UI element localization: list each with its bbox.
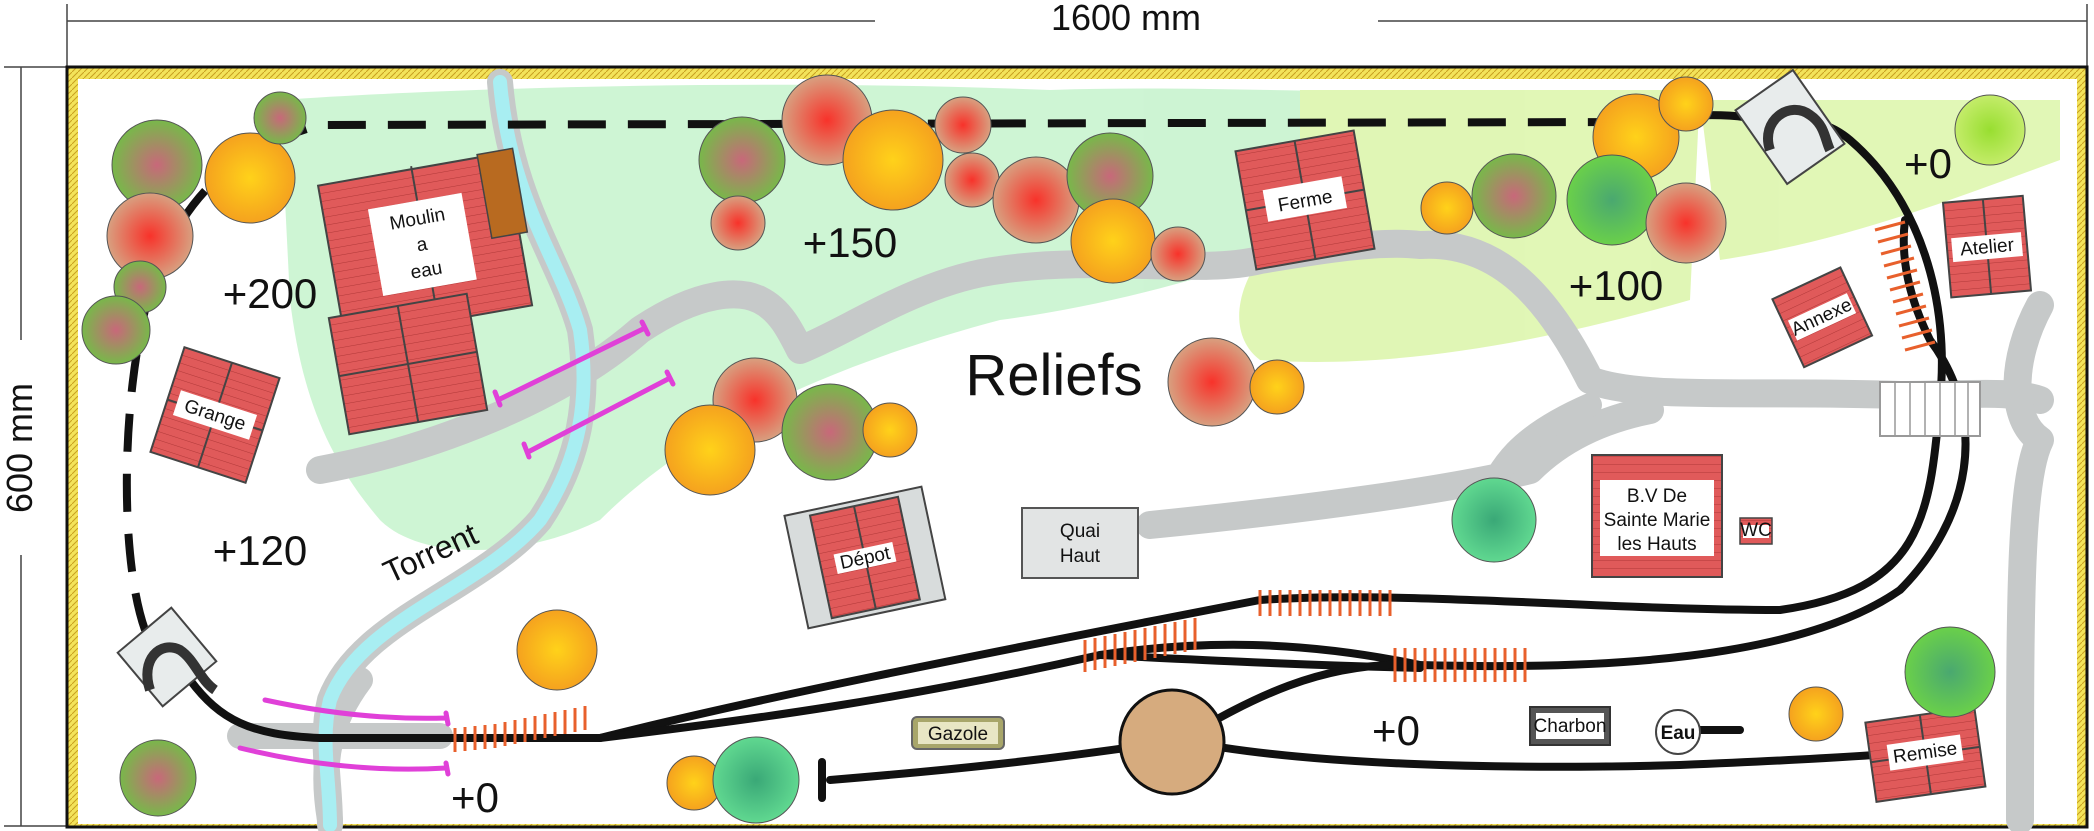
right-road <box>2003 291 2054 831</box>
tree <box>1954 94 2026 166</box>
tree <box>1471 153 1557 239</box>
lower-bridge-bottom <box>237 745 451 777</box>
tree <box>253 91 307 145</box>
turnouts <box>453 220 1936 752</box>
tree <box>1420 181 1474 235</box>
tree <box>862 402 918 458</box>
bv-line-1: B.V De <box>1627 486 1687 507</box>
tree <box>81 295 151 365</box>
bv-line-2: Sainte Marie <box>1604 510 1711 531</box>
building-annexe: Annexe <box>1771 266 1874 369</box>
tree <box>1451 477 1537 563</box>
building-remise: Remise <box>1864 706 1987 803</box>
tree <box>1566 154 1658 246</box>
quai-line-1: Quai <box>1060 521 1100 542</box>
turnout-4 <box>1393 648 1527 682</box>
tree <box>992 156 1080 244</box>
level-labels: +200 +150 +100 +120 +0 +0 +0 <box>213 140 1952 821</box>
gazole-tank: Gazole <box>911 716 1005 750</box>
building-depot: Dépot <box>783 485 947 630</box>
tree <box>712 736 800 824</box>
tree <box>1150 226 1206 282</box>
dimension-height: 600 mm <box>0 66 66 827</box>
charbon-depot: Charbon <box>1529 706 1611 746</box>
building-atelier: Atelier <box>1941 194 2033 299</box>
dimension-width: 1600 mm <box>66 0 2088 66</box>
tree <box>1070 198 1156 284</box>
tree <box>1167 337 1257 427</box>
tree <box>710 195 766 251</box>
level-crossing <box>1879 381 1981 437</box>
tree <box>1645 182 1727 264</box>
tree <box>204 132 296 224</box>
building-bv: B.V De Sainte Marie les Hauts <box>1591 454 1723 578</box>
building-ferme: Ferme <box>1234 129 1376 271</box>
tree <box>1658 76 1714 132</box>
trees <box>81 74 2026 824</box>
turnout-1 <box>453 706 587 752</box>
eau-label: Eau <box>1661 723 1696 744</box>
tree <box>842 109 944 211</box>
level-zero-top-right: +0 <box>1904 140 1952 187</box>
building-grange: Grange <box>149 345 281 485</box>
bv-line-3: les Hauts <box>1617 534 1696 555</box>
building-wc: WC <box>1739 517 1773 545</box>
tree <box>1249 359 1305 415</box>
quai-line-2: Haut <box>1060 546 1101 567</box>
wc-label: WC <box>1740 520 1772 541</box>
lower-bridge-top <box>262 697 451 727</box>
reliefs-title: Reliefs <box>965 343 1142 408</box>
tree <box>934 96 992 154</box>
turnout-2 <box>1083 618 1197 672</box>
building-moulin: Moulin a eau <box>316 147 534 436</box>
moulin-line-2: a <box>415 234 429 257</box>
tunnel-portal-right <box>1734 68 1846 186</box>
quai-haut: Quai Haut <box>1021 507 1139 579</box>
atelier-label: Atelier <box>1959 235 2015 261</box>
level-plus150: +150 <box>803 219 898 266</box>
turnout-3 <box>1258 590 1392 616</box>
tree <box>516 609 598 691</box>
level-plus100: +100 <box>1569 262 1664 309</box>
level-zero-bottom-left: +0 <box>451 774 499 821</box>
tree <box>944 152 1000 208</box>
charbon-label: Charbon <box>1534 716 1607 737</box>
tree <box>119 739 197 817</box>
turntable <box>1118 688 1226 796</box>
turnout-5 <box>1874 220 1936 352</box>
height-label: 600 mm <box>0 383 40 513</box>
level-zero-station: +0 <box>1372 707 1420 754</box>
width-label: 1600 mm <box>1051 0 1201 38</box>
gazole-label: Gazole <box>928 724 988 745</box>
tree <box>698 116 786 204</box>
level-plus200: +200 <box>223 270 318 317</box>
bridges <box>237 319 676 777</box>
tree <box>1788 686 1844 742</box>
level-plus120: +120 <box>213 527 308 574</box>
water-tower: Eau <box>1655 709 1701 755</box>
tree <box>1904 626 1996 718</box>
tree <box>664 404 756 496</box>
upper-bridge-right <box>521 369 676 460</box>
upper-bridge-left <box>492 319 651 408</box>
tunnel-portal-left <box>116 606 219 708</box>
